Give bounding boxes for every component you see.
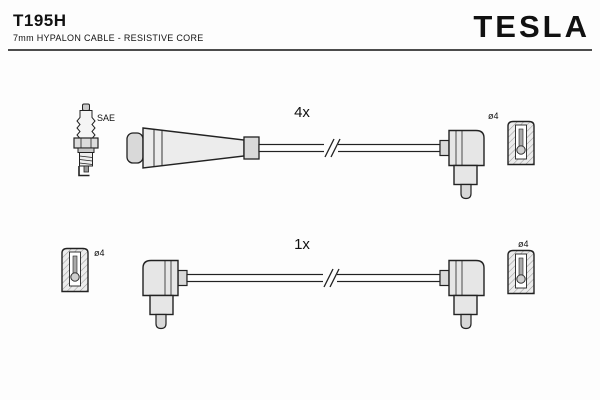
sae-label: SAE [97,113,115,123]
cable-break-icon [322,268,340,288]
cable-break-icon [323,138,341,158]
diameter-label: ø4 [488,111,499,121]
row1-quantity-label: 4x [294,104,310,121]
terminal-icon [507,249,535,295]
straight-boot-icon [126,127,260,169]
kit-row-1: SAE 4x ø4 [73,103,535,200]
diameter-label: ø4 [94,248,105,258]
header-subtitle: 7mm HYPALON CABLE - RESISTIVE CORE [13,33,204,43]
cable-wire [258,143,441,153]
header: T195H 7mm HYPALON CABLE - RESISTIVE CORE… [8,9,592,51]
page-title: T195H [13,11,67,30]
kit-row-2: ø4 1x ø4 [61,236,535,330]
spark-plug-icon [73,103,99,177]
terminal-icon [507,120,535,166]
diameter-label: ø4 [518,239,529,249]
angled-boot-icon [439,259,485,330]
cable-wire [186,273,441,283]
tesla-logo: TESLA [473,9,590,44]
angled-boot-icon [142,259,188,330]
terminal-icon [61,247,89,293]
angled-boot-icon [439,129,485,200]
row2-quantity-label: 1x [294,236,310,253]
